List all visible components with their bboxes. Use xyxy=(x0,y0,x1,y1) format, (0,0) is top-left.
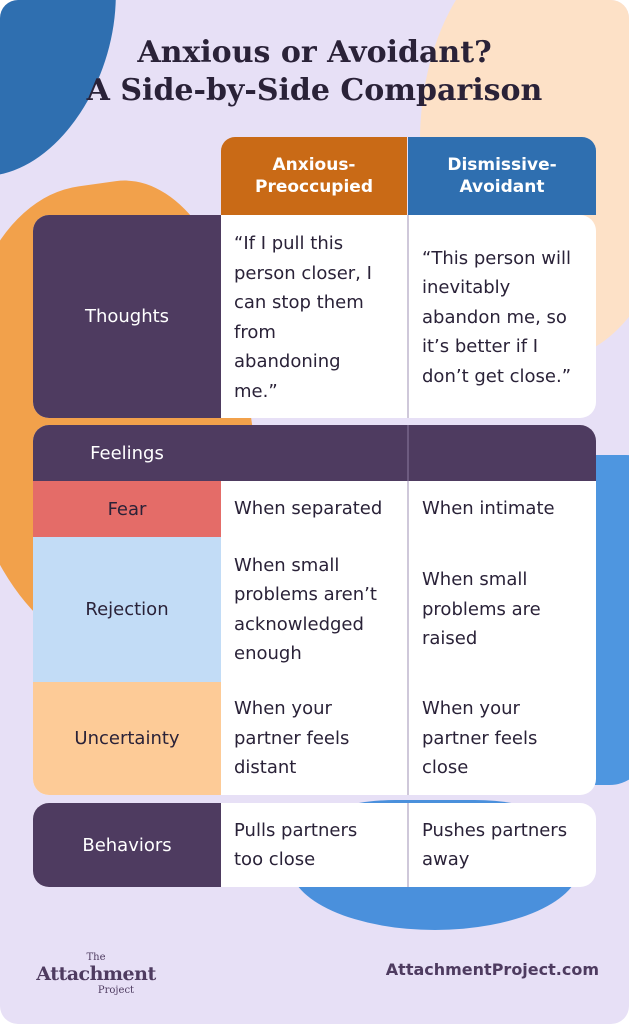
uncertainty-avoidant-cell: When your partner feels close xyxy=(422,682,596,795)
column-header-anxious-line-2: Preoccupied xyxy=(254,177,373,197)
thoughts-label: Thoughts xyxy=(33,215,221,418)
feelings-section: Feelings Fear When separated When intima… xyxy=(33,425,596,795)
thoughts-avoidant-line: “This person will xyxy=(422,247,571,269)
uncertainty-avoidant-line: When your xyxy=(422,698,520,720)
page-title: Anxious or Avoidant? A Side-by-Side Comp… xyxy=(0,34,629,110)
thoughts-anxious-line: person closer, I xyxy=(234,262,372,284)
thoughts-anxious-cell: “If I pull this person closer, I can sto… xyxy=(234,229,404,406)
thoughts-anxious-line: from xyxy=(234,321,276,343)
thoughts-row: Thoughts “If I pull this person closer, … xyxy=(33,215,596,418)
thoughts-avoidant-cell: “This person will inevitably abandon me,… xyxy=(422,229,596,406)
behaviors-anxious-line: too close xyxy=(234,849,316,870)
fear-avoidant-cell: When intimate xyxy=(422,481,596,537)
website-link[interactable]: AttachmentProject.com xyxy=(385,960,599,979)
rejection-avoidant-line: When small xyxy=(422,569,528,591)
column-header-avoidant-line-1: Dismissive- xyxy=(447,155,557,175)
attachment-project-logo: The Attachment Project xyxy=(36,952,156,996)
column-header-anxious-line-1: Anxious- xyxy=(272,155,356,175)
rejection-anxious-cell: When small problems aren’t acknowledged … xyxy=(234,537,406,682)
thoughts-avoidant-line: inevitably xyxy=(422,277,511,299)
behaviors-anxious-line: Pulls partners xyxy=(234,819,358,841)
thoughts-avoidant-line: don’t get close.” xyxy=(422,365,572,387)
column-header-anxious: Anxious- Preoccupied xyxy=(221,137,407,215)
behaviors-label: Behaviors xyxy=(33,803,221,887)
column-divider xyxy=(407,215,409,418)
column-divider xyxy=(407,803,409,887)
rejection-label: Rejection xyxy=(33,537,221,682)
behaviors-avoidant-cell: Pushes partners away xyxy=(422,803,596,887)
rejection-anxious-line: acknowledged xyxy=(234,613,364,635)
uncertainty-anxious-cell: When your partner feels distant xyxy=(234,682,406,795)
thoughts-avoidant-line: it’s better if I xyxy=(422,336,539,358)
feelings-label: Feelings xyxy=(90,442,164,464)
behaviors-anxious-cell: Pulls partners too close xyxy=(234,803,406,887)
rejection-anxious-line: When small xyxy=(234,554,340,576)
thoughts-avoidant-line: abandon me, so xyxy=(422,306,567,328)
rejection-anxious-line: problems aren’t xyxy=(234,584,377,605)
uncertainty-anxious-line: When your xyxy=(234,698,332,720)
column-header-avoidant-line-2: Avoidant xyxy=(459,177,545,197)
logo-line-3: Project xyxy=(97,985,135,996)
behaviors-avoidant-line: away xyxy=(422,849,470,870)
uncertainty-avoidant-line: close xyxy=(422,757,469,779)
rejection-avoidant-line: problems are xyxy=(422,598,541,620)
thoughts-anxious-line: “If I pull this xyxy=(234,233,344,254)
uncertainty-anxious-line: partner feels xyxy=(234,727,350,749)
uncertainty-label: Uncertainty xyxy=(33,682,221,795)
title-line-1: Anxious or Avoidant? xyxy=(137,35,492,70)
behaviors-row: Behaviors Pulls partners too close Pushe… xyxy=(33,803,596,887)
column-header-avoidant: Dismissive- Avoidant xyxy=(408,137,596,215)
column-divider xyxy=(407,425,409,481)
thoughts-anxious-line: abandoning xyxy=(234,351,341,372)
thoughts-anxious-line: me.” xyxy=(234,380,278,402)
rejection-avoidant-line: raised xyxy=(422,628,478,650)
uncertainty-anxious-line: distant xyxy=(234,757,297,779)
rejection-avoidant-cell: When small problems are raised xyxy=(422,537,596,682)
logo-line-2: Attachment xyxy=(36,963,156,985)
fear-avoidant-text: When intimate xyxy=(422,498,555,520)
logo-line-1: The xyxy=(86,952,106,963)
fear-label: Fear xyxy=(33,481,221,537)
feelings-header: Feelings xyxy=(33,425,596,481)
behaviors-avoidant-line: Pushes partners xyxy=(422,819,568,841)
rejection-anxious-line: enough xyxy=(234,643,302,664)
column-divider xyxy=(407,425,409,795)
uncertainty-avoidant-line: partner feels xyxy=(422,727,538,749)
fear-anxious-text: When separated xyxy=(234,498,383,520)
title-line-2: A Side-by-Side Comparison xyxy=(86,73,543,108)
fear-anxious-cell: When separated xyxy=(234,481,406,537)
thoughts-anxious-line: can stop them xyxy=(234,292,364,313)
